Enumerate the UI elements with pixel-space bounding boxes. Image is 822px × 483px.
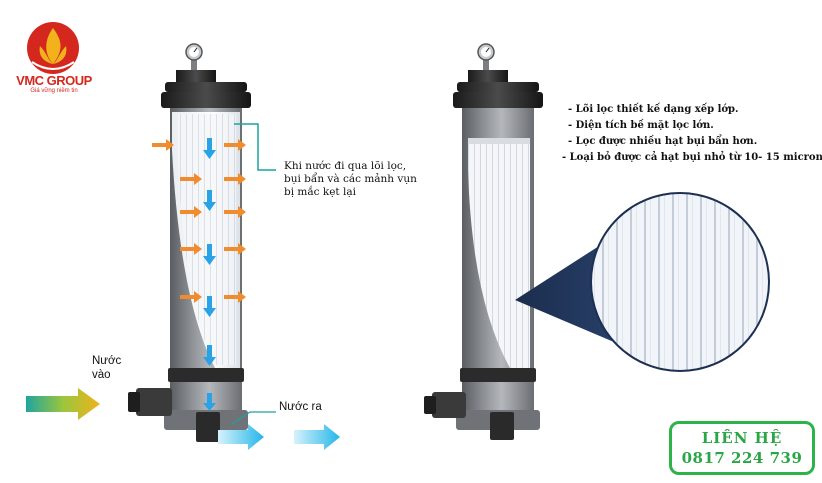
outlet-label: Nước ra <box>279 401 322 413</box>
magnified-pleats <box>590 192 770 372</box>
left-filter-housing <box>128 43 251 442</box>
flow-arrow-icon <box>152 139 246 303</box>
filter-annotation: Khi nước đi qua lõi lọc, bụi bẩn và các … <box>284 160 434 199</box>
inlet-label-line: Nước <box>92 355 122 367</box>
inlet-label-line: vào <box>92 369 111 381</box>
feature-list: - Lõi lọc thiết kế dạng xếp lớp. - Diện … <box>562 102 822 166</box>
annotation-line: bị mắc kẹt lại <box>284 186 356 198</box>
annotation-leader <box>234 123 276 171</box>
right-filter-housing <box>424 43 543 440</box>
annotation-line: Khi nước đi qua lõi lọc, <box>284 160 407 172</box>
contact-phone[interactable]: 0817 224 739 <box>681 449 803 467</box>
feature-item: - Lõi lọc thiết kế dạng xếp lớp. <box>568 104 739 115</box>
outlet-arrow <box>218 424 264 450</box>
inlet-arrow <box>26 388 100 420</box>
annotation-line: bụi bẩn và các mảnh vụn <box>284 173 417 185</box>
outlet-arrow <box>294 424 340 450</box>
feature-item: - Lọc được nhiều hạt bụi bẩn hơn. <box>568 136 758 147</box>
feature-item: - Diện tích bề mặt lọc lớn. <box>568 120 714 131</box>
feature-item: - Loại bỏ được cả hạt bụi nhỏ từ 10- 15 … <box>562 152 822 163</box>
logo-flame-icon <box>27 22 79 74</box>
brand-tagline: Giá vững niềm tin <box>30 88 78 94</box>
flow-arrow-icon <box>203 138 216 411</box>
inlet-label: Nước vào <box>92 354 121 382</box>
contact-button[interactable]: LIÊN HỆ 0817 224 739 <box>669 421 815 475</box>
contact-title: LIÊN HỆ <box>701 429 783 447</box>
outlet-leader <box>231 411 276 425</box>
brand-name: VMC GROUP <box>16 73 92 88</box>
